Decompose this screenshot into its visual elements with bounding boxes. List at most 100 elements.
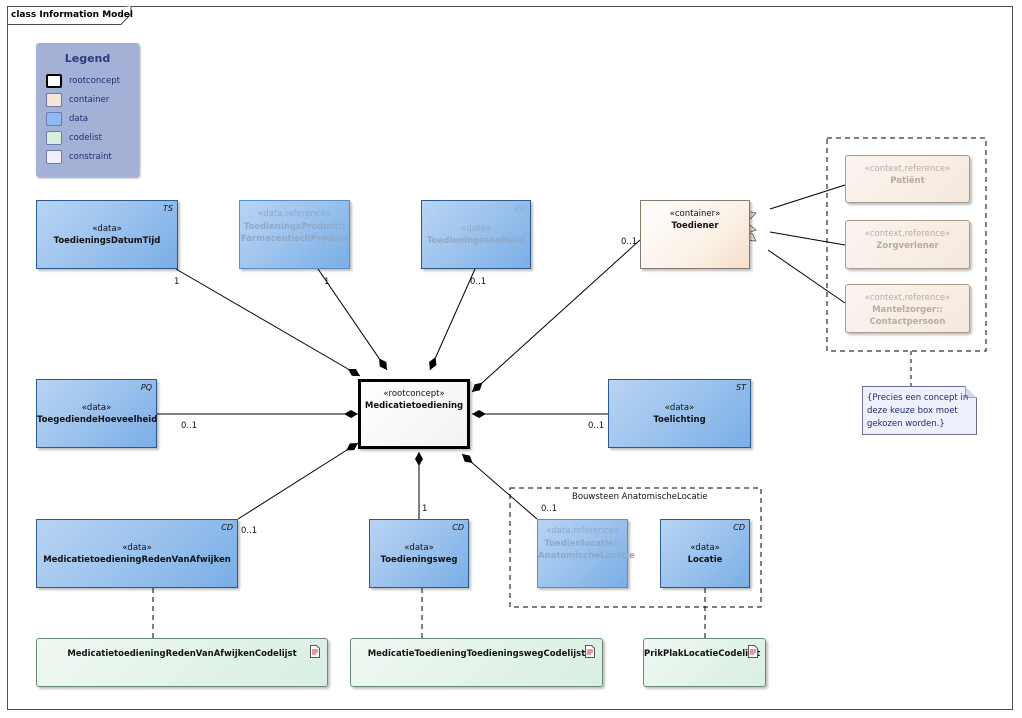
class-toedieningsproduct[interactable]: «data,reference» ToedieningsProduct:: Fa…	[239, 200, 350, 269]
multiplicity-label: 0..1	[541, 504, 558, 514]
datatype-tag: PQ	[140, 383, 152, 392]
group-label: Bouwsteen AnatomischeLocatie	[572, 492, 708, 502]
document-icon	[585, 645, 595, 658]
datatype-tag: ST	[736, 383, 746, 392]
class-stereotype: «data,reference»	[546, 526, 619, 536]
assoc-mantelzorger	[767, 249, 846, 304]
document-icon	[310, 645, 320, 658]
note-text: gekozen worden.}	[867, 419, 945, 429]
legend-label: rootconcept	[69, 76, 120, 86]
class-name: MedicatietoedieningRedenVanAfwijken	[43, 555, 231, 565]
class-name: FarmaceutischProduct	[240, 234, 349, 244]
assoc-patient	[769, 184, 846, 210]
legend-title: Legend	[64, 52, 111, 65]
multiplicity-label: 0..1	[588, 421, 605, 431]
class-stereotype: «context,reference»	[864, 164, 951, 174]
legend-swatch	[46, 112, 62, 126]
multiplicity-label: 0..1	[621, 237, 638, 247]
class-stereotype: «context,reference»	[864, 229, 951, 239]
class-stereotype: «data»	[92, 224, 122, 234]
assoc-product	[317, 268, 388, 371]
multiplicity-label: 0..1	[181, 421, 198, 431]
class-name: ToedieningsDatumTijd	[53, 236, 161, 246]
class-toelichting[interactable]: ST «data» Toelichting	[608, 379, 751, 448]
class-name: Locatie	[687, 555, 723, 565]
datatype-tag: PQ	[514, 204, 526, 213]
class-stereotype: «data»	[461, 224, 491, 234]
legend-label: container	[69, 95, 110, 105]
class-name: Mantelzorger::	[872, 305, 943, 315]
class-toedieningsdatumtijd[interactable]: TS «data» ToedieningsDatumTijd	[36, 200, 178, 269]
multiplicity-label: 0..1	[470, 277, 487, 287]
class-name: Patiënt	[890, 176, 925, 186]
class-patient[interactable]: «context,reference» Patiënt	[845, 155, 970, 203]
diagram-frame	[7, 6, 1013, 710]
class-name: Toedienlocatie::	[544, 539, 621, 549]
datatype-tag: CD	[221, 523, 233, 532]
legend-label: codelist	[69, 133, 102, 143]
multiplicity-label: 0..1	[241, 526, 258, 536]
class-redenvanafwijken[interactable]: CD «data» MedicatietoedieningRedenVanAfw…	[36, 519, 238, 588]
note-text: deze keuze box moet	[867, 406, 958, 416]
class-toegediendehoeveelheid[interactable]: PQ «data» ToegediendeHoeveelheid	[36, 379, 157, 448]
codelist-redenvanafwijken[interactable]: MedicatietoedieningRedenVanAfwijkenCodel…	[36, 638, 328, 687]
multiplicity-label: 1	[324, 277, 330, 287]
codelist-name: MedicatieToedieningToedieningswegCodelij…	[367, 649, 586, 659]
class-name: Toedieningsweg	[380, 555, 458, 565]
legend-label: data	[69, 114, 89, 124]
legend-swatch	[46, 131, 62, 145]
class-toedienlocatie[interactable]: «data,reference» Toedienlocatie:: Anatom…	[537, 519, 635, 588]
assoc-zorgverlener	[769, 231, 846, 246]
frame-title: class Information Model	[11, 10, 133, 20]
codelist-name: PrikPlakLocatieCodelijst	[644, 649, 761, 659]
class-name: AnatomischeLocatie	[538, 551, 635, 561]
group-anatomischelocatie	[509, 487, 762, 608]
legend-swatch	[46, 74, 62, 88]
codelist-name: MedicatietoedieningRedenVanAfwijkenCodel…	[67, 649, 297, 659]
class-zorgverlener[interactable]: «context,reference» Zorgverlener	[845, 220, 970, 269]
class-toedieningsweg[interactable]: CD «data» Toedieningsweg	[369, 519, 469, 588]
codelist-prikplaklocatie[interactable]: PrikPlakLocatieCodelijst	[643, 638, 766, 687]
codelist-toedieningsweg[interactable]: MedicatieToedieningToedieningswegCodelij…	[350, 638, 603, 687]
constraint-note[interactable]: {Precies een concept in deze keuze box m…	[862, 386, 977, 435]
class-stereotype: «data»	[664, 403, 695, 413]
class-toedieningssnelheid[interactable]: PQ «data» Toedieningssnelheid	[421, 200, 531, 269]
choice-box	[826, 137, 987, 352]
assoc-toediener	[471, 239, 641, 393]
multiplicity-label: 1	[174, 277, 180, 287]
legend-swatch	[46, 93, 62, 107]
multiplicity-label: 1	[422, 504, 428, 514]
assoc-datum	[175, 268, 361, 377]
class-mantelzorger[interactable]: «context,reference» Mantelzorger:: Conta…	[845, 284, 970, 333]
class-stereotype: «rootconcept»	[383, 389, 445, 399]
document-icon	[748, 645, 758, 658]
class-toediener[interactable]: «container» Toediener	[640, 200, 750, 269]
class-locatie[interactable]: CD «data» Locatie	[660, 519, 750, 588]
class-stereotype: «data»	[404, 543, 434, 553]
class-medicatietoediening-root[interactable]: «rootconcept» Medicatietoediening	[358, 379, 470, 449]
class-name: ToedieningsProduct::	[243, 222, 346, 232]
datatype-tag: CD	[733, 523, 745, 532]
class-stereotype: «data»	[690, 543, 720, 553]
class-name: Toelichting	[653, 415, 706, 425]
class-stereotype: «context,reference»	[864, 293, 951, 303]
datatype-tag: CD	[452, 523, 464, 532]
class-name: Toedieningssnelheid	[427, 236, 525, 246]
class-stereotype: «data,reference»	[258, 209, 331, 219]
class-name: Contactpersoon	[869, 317, 946, 327]
assoc-reden	[237, 442, 359, 520]
class-name: ToegediendeHoeveelheid	[37, 415, 158, 425]
class-stereotype: «data»	[122, 543, 152, 553]
note-text: {Precies een concept in	[867, 393, 969, 403]
legend: Legend rootconcept container data codeli…	[36, 43, 139, 177]
assoc-snelheid	[429, 268, 476, 371]
legend-label: constraint	[69, 152, 112, 162]
class-name: Zorgverlener	[876, 241, 939, 251]
legend-swatch	[46, 150, 62, 164]
class-stereotype: «data»	[81, 403, 112, 413]
class-name: Toediener	[671, 221, 719, 231]
class-stereotype: «container»	[669, 209, 721, 219]
datatype-tag: TS	[163, 204, 173, 213]
